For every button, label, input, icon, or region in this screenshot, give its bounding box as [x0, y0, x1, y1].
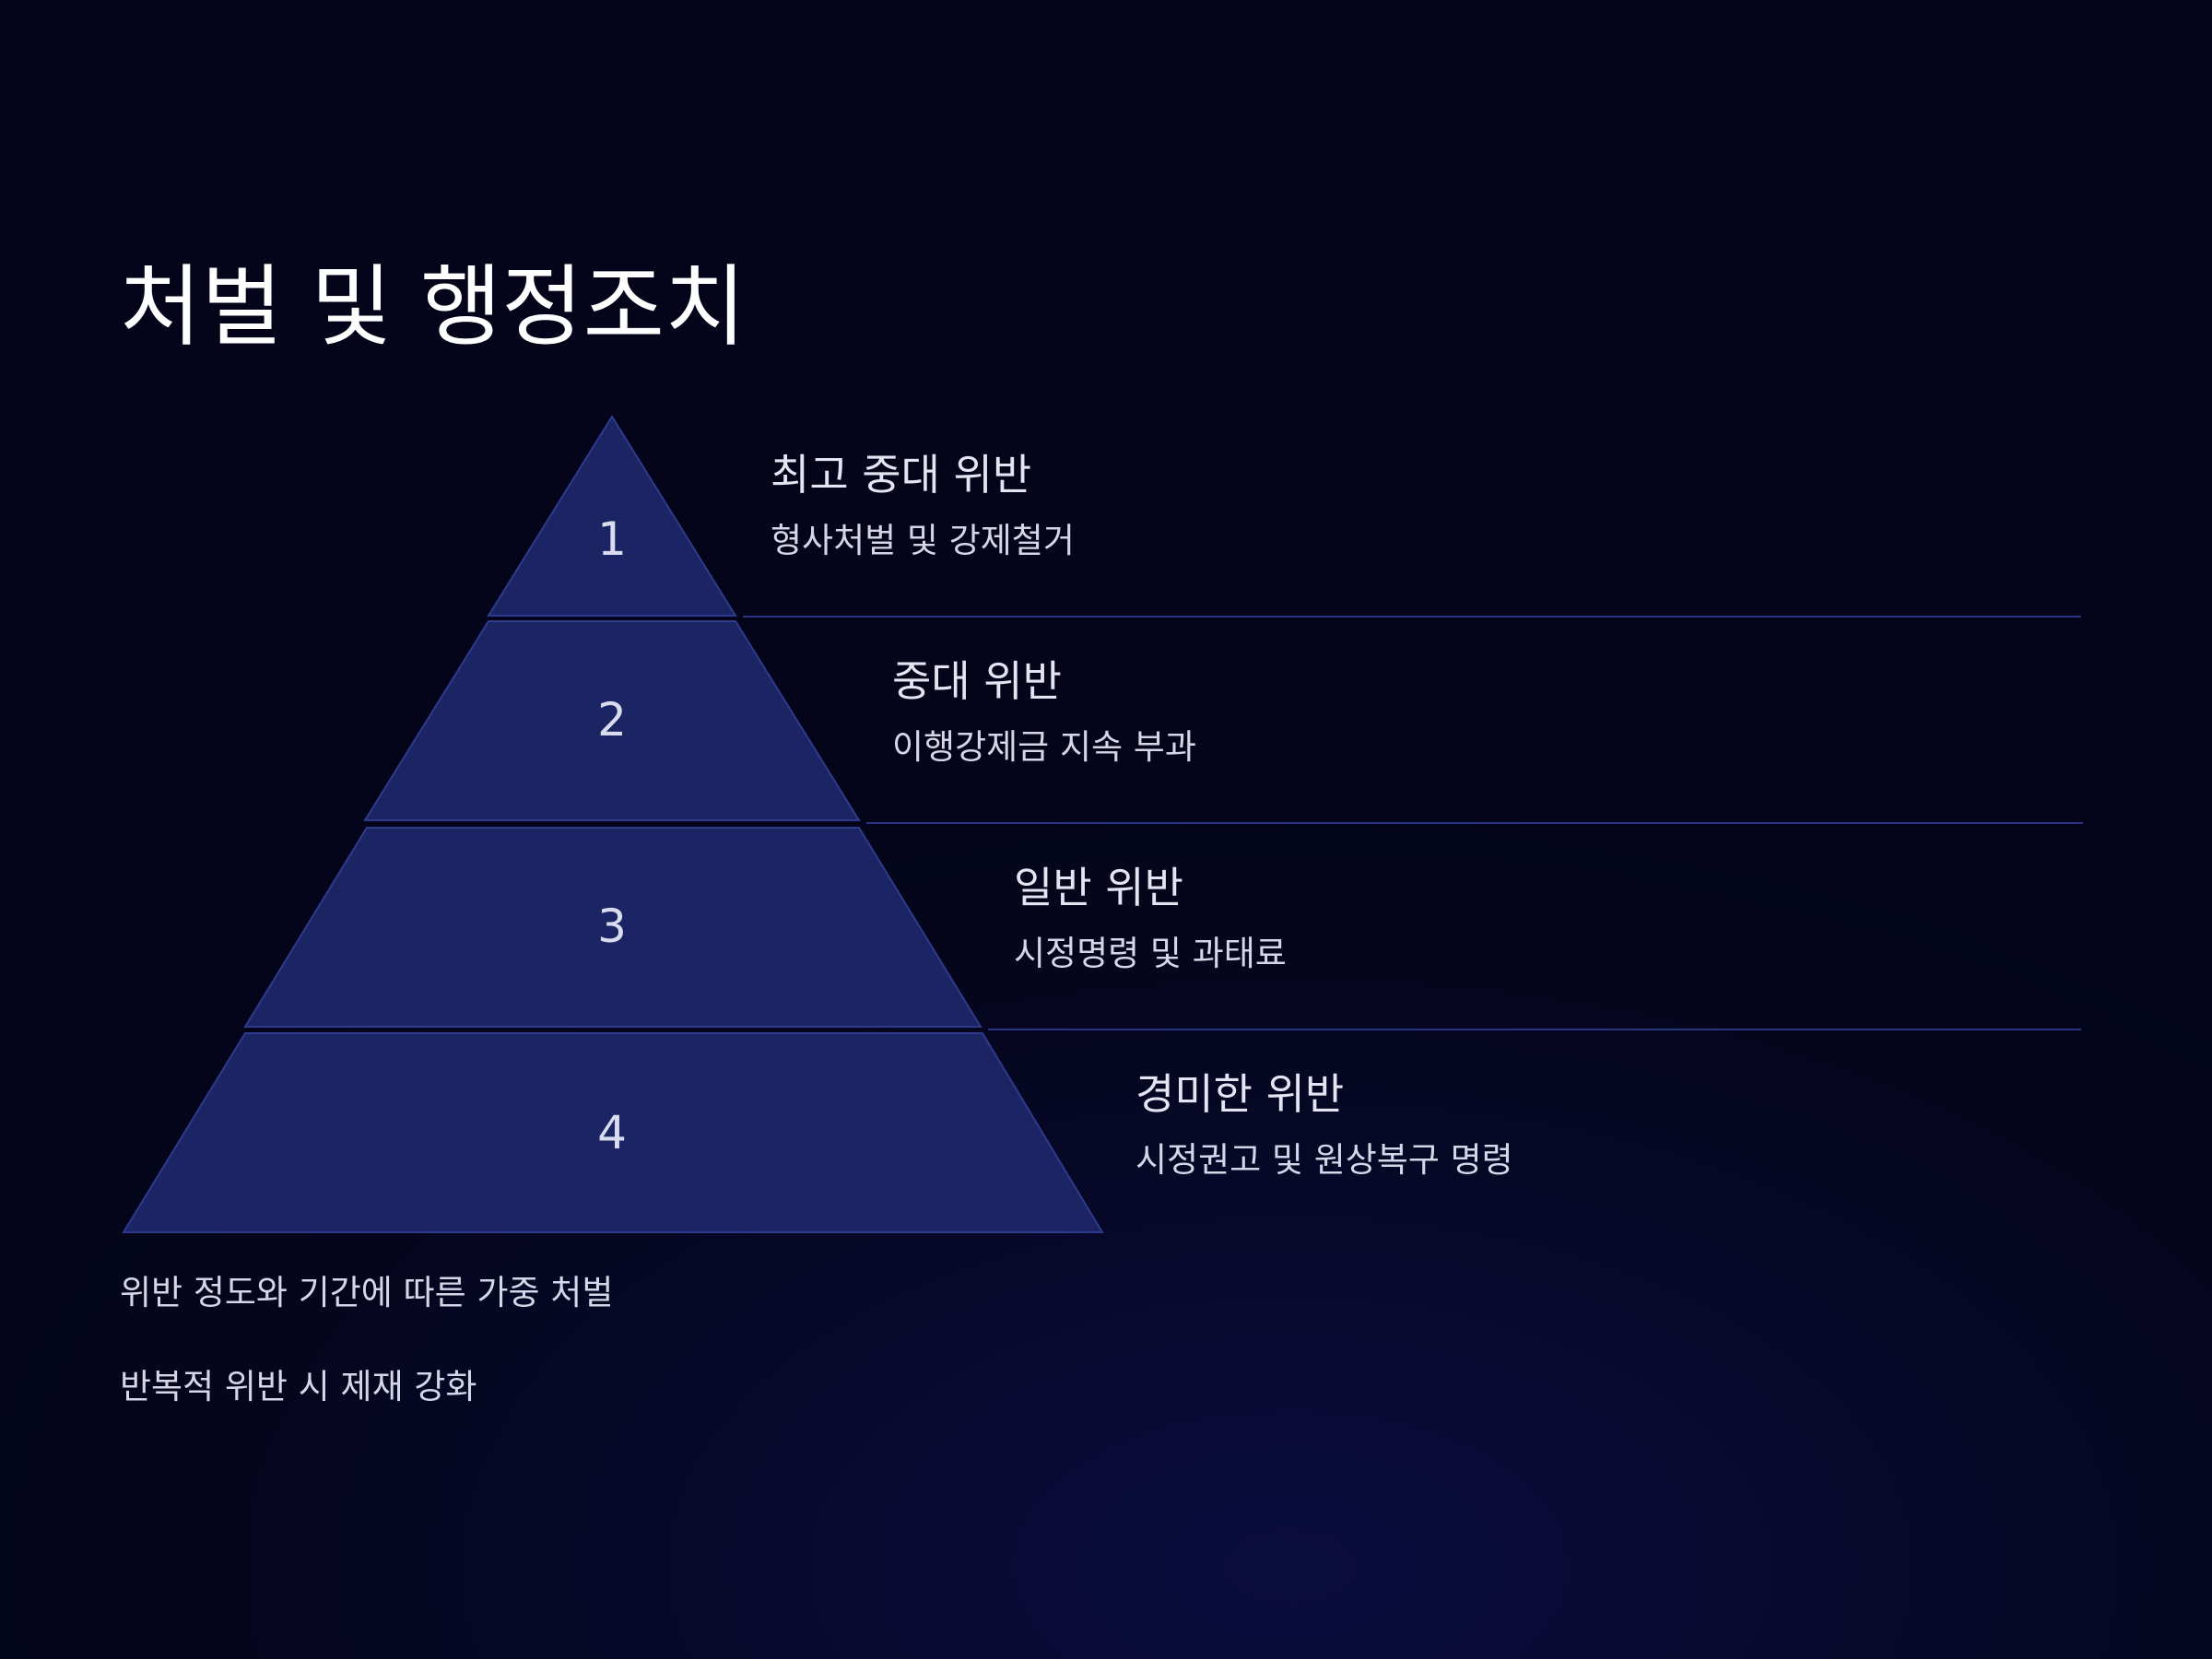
- pyramid-tier-2: [363, 620, 861, 821]
- tier-description: 시정권고 및 원상복구 명령: [1135, 1140, 1513, 1180]
- page-title: 처벌 및 행정조치: [120, 255, 747, 359]
- tier-number-3: 3: [597, 900, 627, 953]
- tier-number-4: 4: [597, 1106, 627, 1159]
- tier-heading: 경미한 위반: [1135, 1069, 1345, 1119]
- tier-heading: 일반 위반: [1014, 863, 1183, 912]
- tier-description: 형사처벌 및 강제철거: [771, 521, 1075, 560]
- tier-description: 시정명령 및 과태료: [1014, 934, 1287, 973]
- pyramid-tier-1: [487, 415, 737, 617]
- tier-label-1: 최고 중대 위반 형사처벌 및 강제철거: [771, 453, 1075, 558]
- tier-heading: 중대 위반: [892, 656, 1062, 706]
- tier-number-2: 2: [597, 693, 627, 747]
- tier-label-4: 경미한 위반 시정권고 및 원상복구 명령: [1135, 1073, 1513, 1177]
- note-repeat-violation: 반복적 위반 시 제재 강화: [120, 1367, 477, 1406]
- tier-description: 이행강제금 지속 부과: [892, 727, 1196, 767]
- pyramid-tier-4: [122, 1032, 1104, 1233]
- tier-heading: 최고 중대 위반: [771, 450, 1032, 500]
- tier-number-1: 1: [597, 512, 627, 566]
- note-weighted-penalty: 위반 정도와 기간에 따른 가중 처벌: [120, 1273, 614, 1312]
- tier-label-3: 일반 위반 시정명령 및 과태료: [1014, 866, 1287, 971]
- pyramid-tier-3: [243, 827, 982, 1028]
- tier-label-2: 중대 위반 이행강제금 지속 부과: [892, 660, 1196, 764]
